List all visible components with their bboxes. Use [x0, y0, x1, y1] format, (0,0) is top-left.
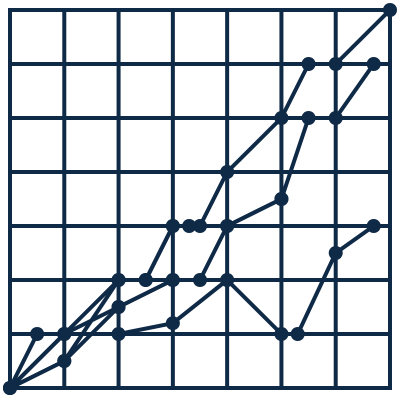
data-point	[328, 57, 343, 71]
data-point	[220, 273, 235, 287]
data-point	[328, 246, 343, 260]
data-point	[366, 219, 381, 233]
series-group	[3, 3, 397, 395]
data-point	[30, 327, 45, 341]
data-point	[193, 273, 207, 287]
data-point	[328, 111, 343, 125]
data-point	[366, 57, 381, 71]
data-point	[290, 327, 305, 341]
data-point	[165, 219, 180, 233]
data-point	[383, 3, 397, 17]
data-point	[3, 381, 17, 395]
data-point	[274, 192, 289, 206]
data-point	[220, 219, 235, 233]
data-point	[182, 219, 197, 233]
data-point	[57, 354, 72, 368]
data-point	[274, 327, 289, 341]
series-5	[3, 273, 180, 395]
data-point	[111, 300, 126, 314]
data-point	[165, 316, 180, 331]
data-point	[57, 327, 72, 341]
series-line	[8, 278, 175, 390]
data-point	[138, 273, 153, 287]
data-point	[301, 111, 316, 125]
data-point	[220, 165, 235, 179]
data-point	[165, 273, 180, 287]
series-4	[3, 192, 289, 395]
data-point	[111, 273, 126, 287]
data-point	[274, 111, 289, 125]
data-point	[301, 57, 316, 71]
data-point	[111, 327, 126, 341]
